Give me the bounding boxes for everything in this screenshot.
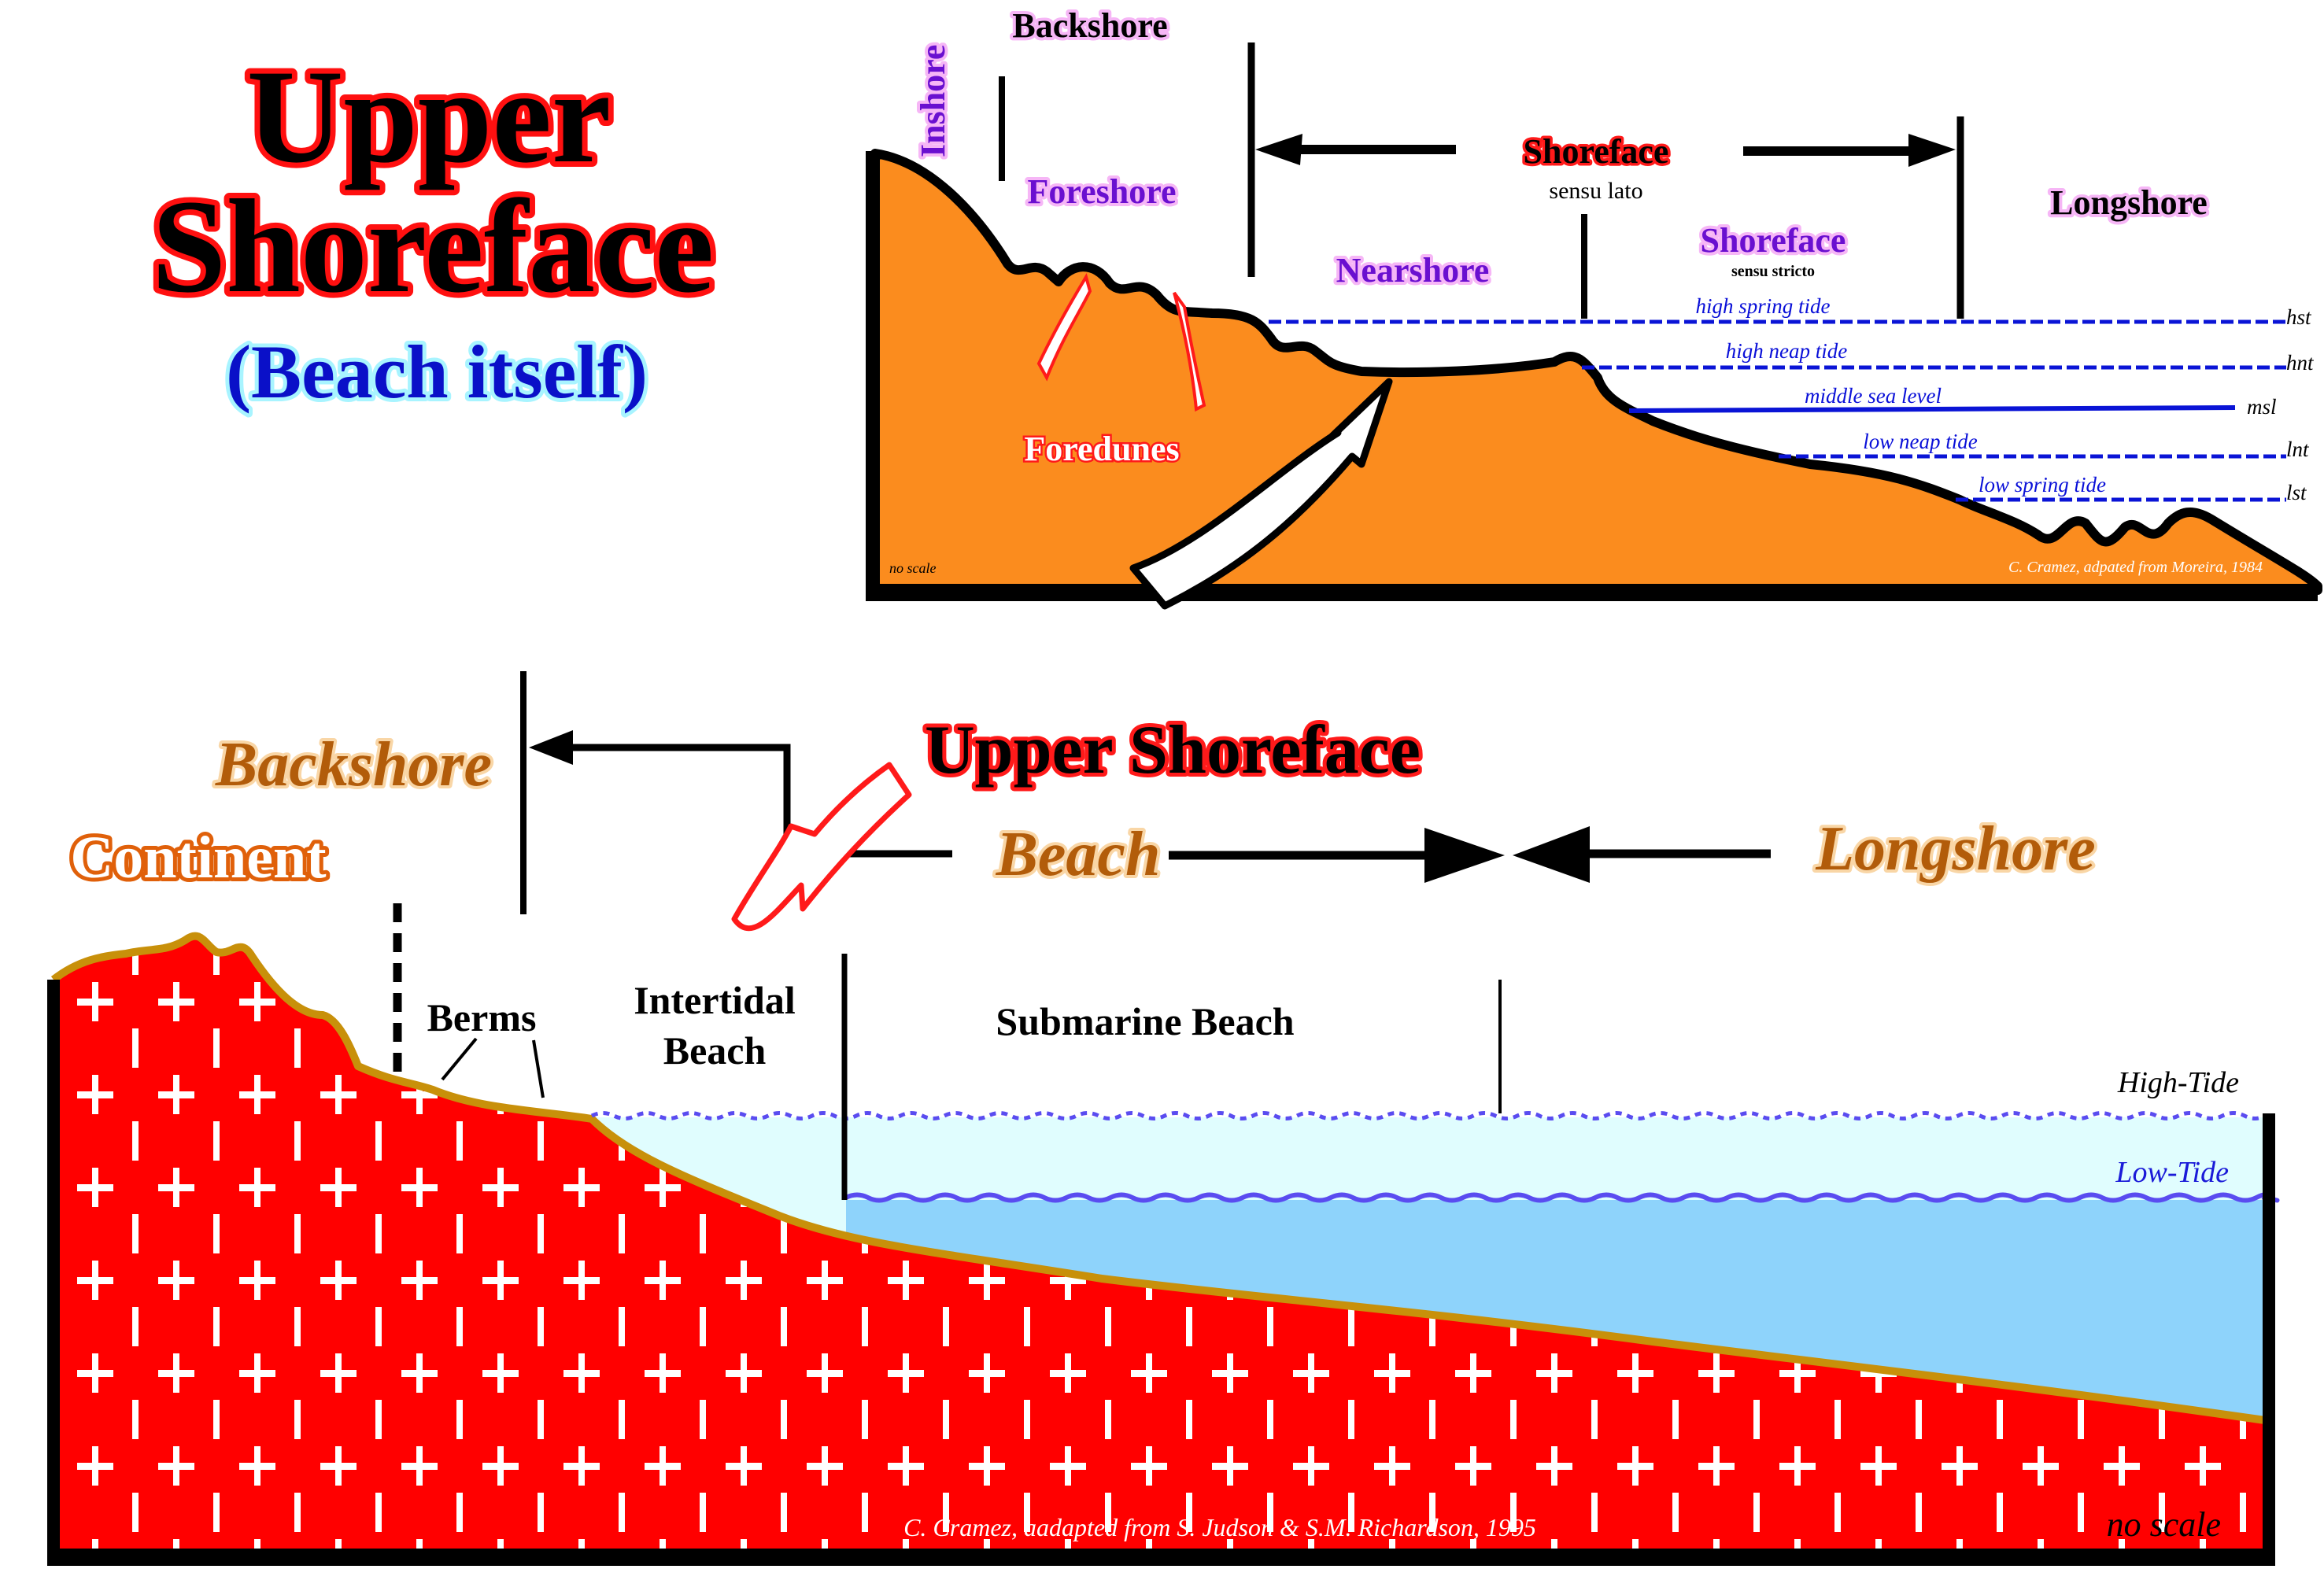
bottom-credit: C. Cramez, aadapted from S. Judson & S.M… bbox=[903, 1513, 1536, 1541]
tide-abbr-lnt: lnt bbox=[2286, 437, 2310, 461]
title-line-1: Upper bbox=[247, 42, 611, 190]
label-submarine-beach: Submarine Beach bbox=[996, 999, 1294, 1043]
shoreface-arrow-right-head bbox=[1908, 134, 1956, 167]
bottom-diagram: Backshore Continent Upper Shoreface Beac… bbox=[47, 671, 2280, 1566]
top-frame-bottom bbox=[866, 584, 2318, 601]
label-inshore: Inshore bbox=[914, 45, 952, 157]
tide-line-msl bbox=[1628, 405, 2236, 413]
label-intertidal-1: Intertidal bbox=[634, 978, 796, 1022]
top-frame-left bbox=[866, 151, 880, 600]
label-shoreface-sensu-lato: Shoreface bbox=[1524, 132, 1669, 171]
label-berms: Berms bbox=[427, 995, 537, 1039]
foredune-arrow-1 bbox=[1036, 273, 1092, 382]
label-intertidal-2: Beach bbox=[663, 1028, 767, 1072]
sand-rim bbox=[50, 932, 2266, 1424]
berm-pointer-1 bbox=[441, 1037, 478, 1081]
title-block: Upper Shoreface (Beach itself) bbox=[146, 37, 719, 418]
label-upper-shoreface: Upper Shoreface bbox=[925, 712, 1421, 788]
label-backshore-top: Backshore bbox=[1012, 6, 1167, 45]
foredune-arrow-2 bbox=[1173, 291, 1206, 412]
tide-abbr-msl: msl bbox=[2247, 395, 2277, 419]
label-sensu-lato: sensu lato bbox=[1549, 178, 1642, 204]
tide-label-lst: low spring tide bbox=[1979, 473, 2106, 497]
top-diagram: high spring tide high neap tide middle s… bbox=[866, 3, 2322, 610]
nearshore-transport-arrow bbox=[1129, 378, 1393, 610]
top-sediment-profile bbox=[870, 149, 2322, 595]
top-no-scale: no scale bbox=[889, 560, 936, 576]
upper-shoreface-pointer-arrow bbox=[731, 762, 912, 932]
label-longshore-top: Longshore bbox=[2050, 183, 2208, 222]
label-continent: Continent bbox=[70, 825, 326, 891]
low-tide-wave-line bbox=[844, 1192, 2280, 1203]
tide-label-hst: high spring tide bbox=[1695, 294, 1830, 318]
tide-abbr-lst: lst bbox=[2286, 481, 2307, 504]
label-shoreface-sensu-stricto: Shoreface bbox=[1701, 221, 1846, 260]
tide-label-hnt: high neap tide bbox=[1726, 339, 1847, 363]
rock-crosses bbox=[54, 936, 2265, 1550]
title-subtitle: (Beach itself) bbox=[226, 330, 648, 414]
label-high-tide: High-Tide bbox=[2117, 1066, 2239, 1099]
backshore-bracket-line bbox=[567, 744, 952, 858]
tide-label-msl: middle sea level bbox=[1805, 384, 1942, 408]
label-nearshore: Nearshore bbox=[1336, 251, 1490, 290]
title-line-2: Shoreface bbox=[152, 172, 714, 320]
bottom-frame-right bbox=[2263, 1113, 2275, 1566]
shoreface-arrow-left-head bbox=[1255, 134, 1302, 165]
label-low-tide: Low-Tide bbox=[2115, 1156, 2229, 1189]
top-credit: C. Cramez, adpated from Moreira, 1984 bbox=[2008, 559, 2263, 576]
tide-abbr-hst: hst bbox=[2286, 305, 2312, 329]
bottom-no-scale: no scale bbox=[2107, 1505, 2221, 1544]
berm-pointer-2 bbox=[532, 1039, 545, 1098]
label-foredunes: Foredunes bbox=[1024, 430, 1179, 468]
label-backshore-bottom: Backshore bbox=[215, 730, 492, 799]
bottom-frame-bottom bbox=[47, 1549, 2275, 1566]
label-longshore-bottom: Longshore bbox=[1815, 814, 2096, 884]
tide-label-lnt: low neap tide bbox=[1863, 430, 1977, 453]
backshore-arrow-head bbox=[529, 730, 573, 765]
label-foreshore: Foreshore bbox=[1028, 172, 1177, 211]
tide-abbr-hnt: hnt bbox=[2286, 351, 2315, 375]
label-sensu-stricto: sensu stricto bbox=[1731, 263, 1815, 280]
longshore-arrow-head bbox=[1513, 826, 1590, 883]
beach-arrow-head bbox=[1424, 828, 1505, 883]
label-beach: Beach bbox=[996, 820, 1161, 889]
bottom-frame-left bbox=[47, 980, 60, 1566]
